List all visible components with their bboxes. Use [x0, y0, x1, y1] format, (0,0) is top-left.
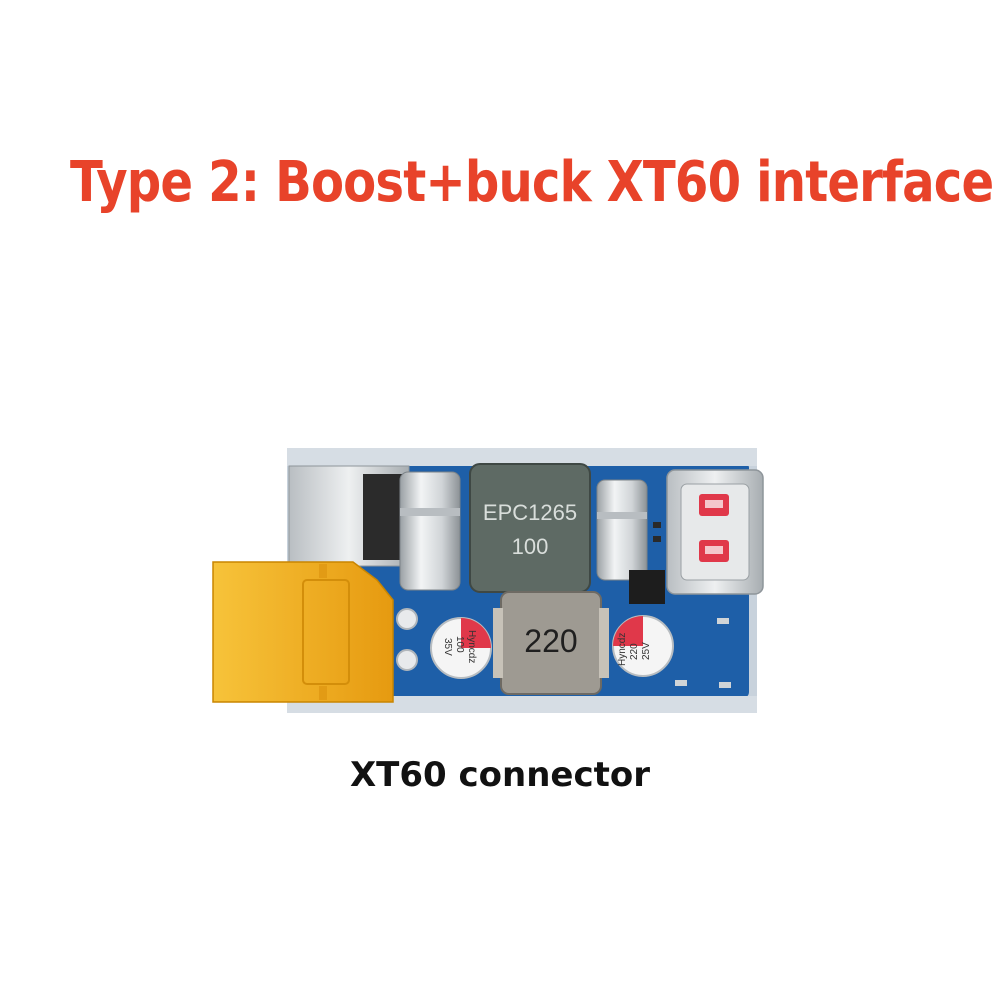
mounting-hole: [396, 649, 418, 671]
capacitor-silver-left: [399, 471, 461, 591]
mounting-hole: [396, 608, 418, 630]
headline: Type 2: Boost+buck XT60 interface: [70, 150, 994, 215]
inductor-large-label-2: 100: [512, 534, 549, 559]
pcb-edge-top: [287, 448, 757, 466]
xt60-latch: [319, 686, 327, 700]
capacitor-silver-right: [596, 479, 648, 581]
usb-port-contact-slot: [705, 546, 723, 554]
capacitor-red-left-text-1: 35V: [442, 638, 453, 656]
smd-component: [675, 680, 687, 686]
inductor-small-pad: [599, 608, 609, 678]
xt60-ridge: [302, 579, 350, 685]
smd-component: [653, 522, 661, 528]
inductor-small-pad: [493, 608, 503, 678]
capacitor-red-right-text-2: 220: [629, 643, 640, 660]
inductor-large: [469, 463, 591, 593]
pcb-module-illustration: EPC1265 100 220 35V 100 Hyncdz Hyncdz 22…: [212, 448, 764, 713]
capacitor-red-left-text-3: Hyncdz: [466, 630, 477, 663]
pcb-edge-bottom: [287, 696, 757, 713]
inductor-small-label: 220: [524, 623, 577, 659]
caption: XT60 connector: [349, 755, 651, 795]
usb-port-right-inner: [680, 483, 750, 581]
smd-component: [717, 618, 729, 624]
capacitor-red-right-text-1: Hyncdz: [617, 633, 628, 666]
smd-component: [719, 682, 731, 688]
capacitor-red-right-text-3: 25V: [641, 642, 652, 660]
capacitor-red-left-mark: [461, 618, 491, 648]
xt60-latch: [319, 564, 327, 578]
product-photo: EPC1265 100 220 35V 100 Hyncdz Hyncdz 22…: [205, 440, 775, 720]
ic-chip: [629, 570, 665, 604]
usb-port-contact-slot: [705, 500, 723, 508]
capacitor-red-right-mark: [613, 616, 643, 646]
capacitor-red-left-text-2: 100: [454, 636, 465, 653]
capacitor-silver-left-band: [400, 508, 460, 516]
smd-component: [653, 536, 661, 542]
capacitor-silver-right-band: [597, 512, 647, 519]
inductor-large-label-1: EPC1265: [483, 500, 577, 525]
